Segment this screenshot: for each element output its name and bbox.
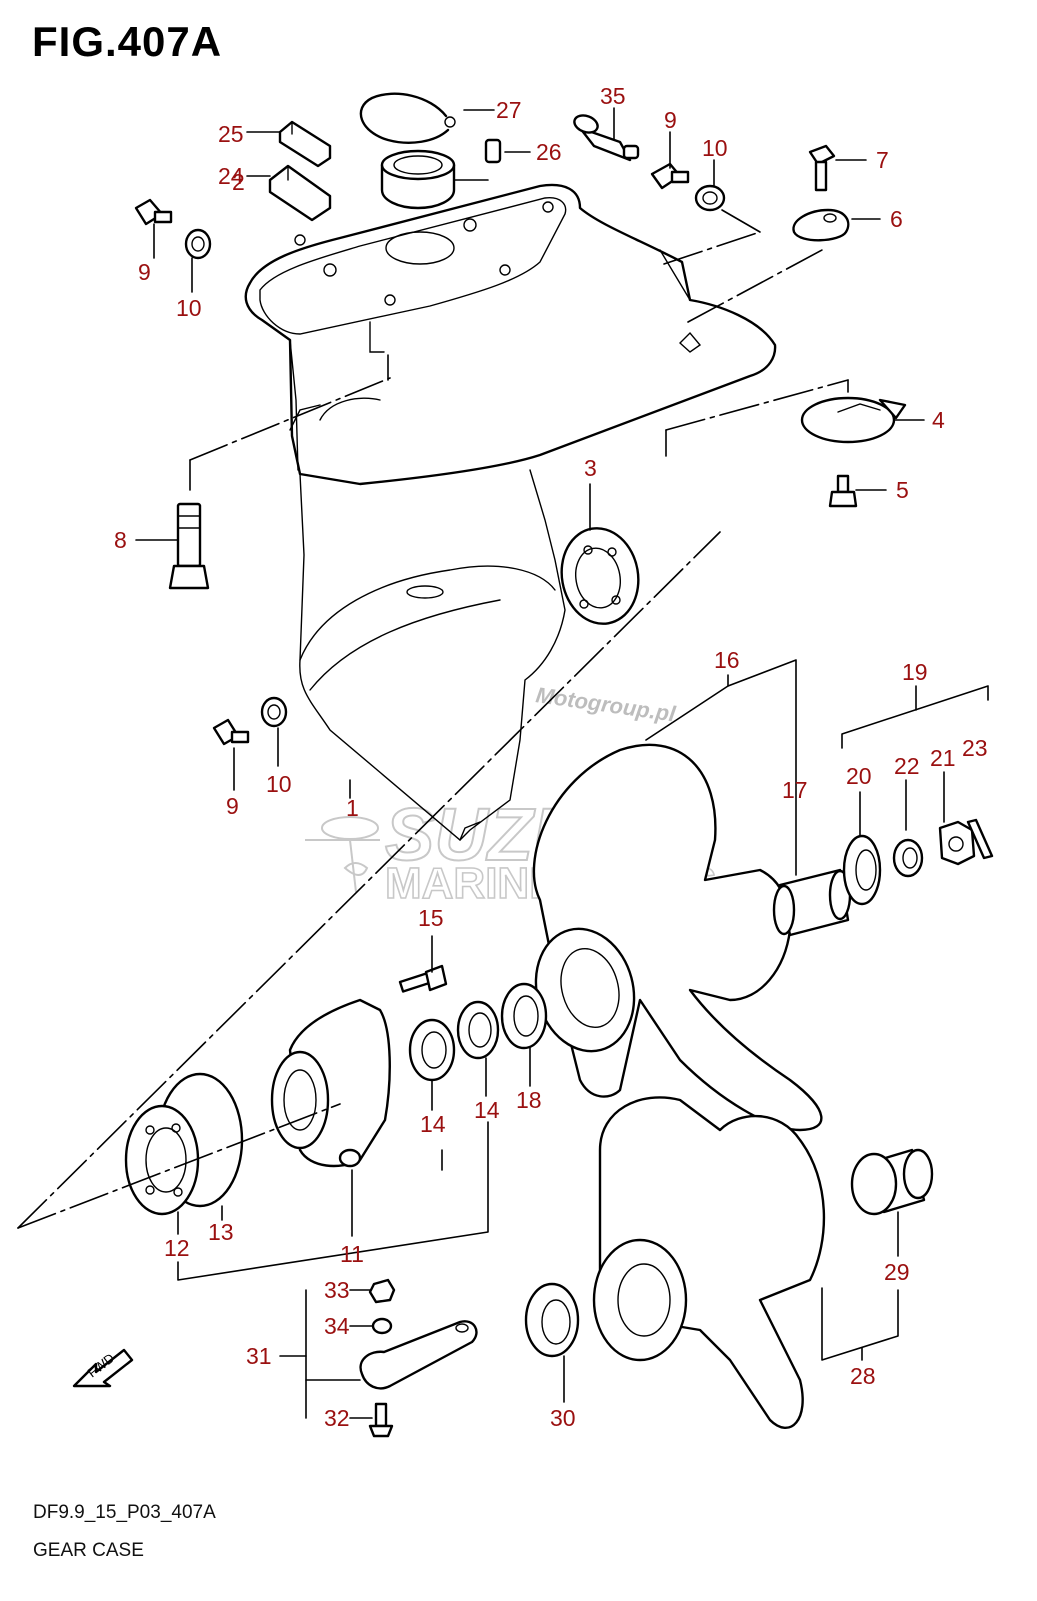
callout-1: 1 (346, 795, 359, 821)
callout-33: 33 (324, 1277, 350, 1303)
bushing-29 (850, 1148, 934, 1216)
callout-6: 6 (890, 206, 903, 232)
callout-labels: 1 2 3 4 5 6 7 8 9 9 9 10 10 10 11 12 13 … (114, 83, 988, 1431)
callout-26: 26 (536, 139, 562, 165)
thrust-bush-30 (524, 1282, 580, 1358)
callout-22: 22 (894, 753, 920, 779)
callout-20: 20 (846, 763, 872, 789)
callout-27: 27 (496, 97, 522, 123)
spacer-17 (772, 868, 852, 937)
screw-32 (368, 1402, 394, 1438)
screw-9-top (650, 162, 690, 190)
callout-7: 7 (876, 147, 889, 173)
ball-bearing-3 (560, 527, 640, 625)
callout-29: 29 (884, 1259, 910, 1285)
callout-10-left: 10 (176, 295, 202, 321)
callout-30: 30 (550, 1405, 576, 1431)
callout-28: 28 (850, 1363, 876, 1389)
plate-25 (278, 120, 332, 168)
bolt-7 (808, 144, 836, 192)
callout-8: 8 (114, 527, 127, 553)
screw-9-mid (212, 718, 250, 746)
needle-bearing (380, 149, 456, 210)
callout-9-mid: 9 (226, 793, 239, 819)
callout-23: 23 (962, 735, 988, 761)
callout-31: 31 (246, 1343, 272, 1369)
oil-seal-14a (408, 1018, 456, 1082)
ball-bearing-12 (124, 1104, 200, 1216)
callout-32: 32 (324, 1405, 350, 1431)
washer-10-left (184, 228, 212, 260)
bearing-18 (500, 982, 548, 1050)
bolt-8 (168, 502, 210, 590)
bolt-5 (828, 474, 858, 508)
callout-14a: 14 (420, 1111, 446, 1137)
callout-4: 4 (932, 407, 945, 433)
figure-title: FIG.407A (32, 18, 223, 65)
callout-5: 5 (896, 477, 909, 503)
anode-6 (792, 208, 850, 242)
callout-10-top: 10 (702, 135, 728, 161)
propeller-lower (592, 1096, 826, 1429)
callout-14b: 14 (474, 1097, 500, 1123)
callout-18: 18 (516, 1087, 542, 1113)
callout-13: 13 (208, 1219, 234, 1245)
circlip (359, 92, 456, 144)
washer-10-mid (260, 696, 288, 728)
leader-lines (17, 107, 989, 1419)
screw-15 (398, 964, 448, 993)
plate-24 (268, 164, 332, 222)
callout-9-left: 9 (138, 259, 151, 285)
propeller-shaft-housing-11 (270, 998, 391, 1168)
callout-17: 17 (782, 777, 808, 803)
dowel-pin (484, 138, 502, 164)
screw-9-left (134, 198, 173, 226)
nut-33 (368, 1278, 396, 1304)
propeller-upper (532, 743, 823, 1132)
washer-10-top (694, 184, 726, 212)
callout-10-mid: 10 (266, 771, 292, 797)
callout-16: 16 (714, 647, 740, 673)
callout-3: 3 (584, 455, 597, 481)
callout-11: 11 (340, 1241, 364, 1267)
gear-case-housing (244, 183, 777, 841)
callout-12: 12 (164, 1235, 190, 1261)
thrust-washer-20 (842, 834, 882, 906)
plug (573, 114, 640, 162)
watermark-logo-icon (305, 816, 380, 893)
cotter-pin-23 (966, 818, 994, 860)
callout-15: 15 (418, 905, 444, 931)
nut-21 (938, 820, 976, 866)
callout-25: 25 (218, 121, 244, 147)
callout-21: 21 (930, 745, 956, 771)
tab-lever (359, 1320, 478, 1390)
callout-35: 35 (600, 83, 626, 109)
callout-2: 2 (232, 169, 245, 195)
fwd-arrow-icon: FWD (72, 1348, 134, 1388)
washer-34 (371, 1317, 393, 1335)
oil-seal-14b (456, 1000, 500, 1060)
anode-disc-4 (800, 396, 907, 444)
callout-9-top: 9 (664, 107, 677, 133)
callout-19: 19 (902, 659, 928, 685)
callout-34: 34 (324, 1313, 350, 1339)
washer-22 (892, 838, 924, 878)
callout-24: 24 (218, 163, 244, 189)
figure-code: DF9.9_15_P03_407A (33, 1502, 216, 1523)
watermark-site: Motogroup.pl (534, 682, 677, 726)
figure-caption: GEAR CASE (33, 1540, 144, 1561)
